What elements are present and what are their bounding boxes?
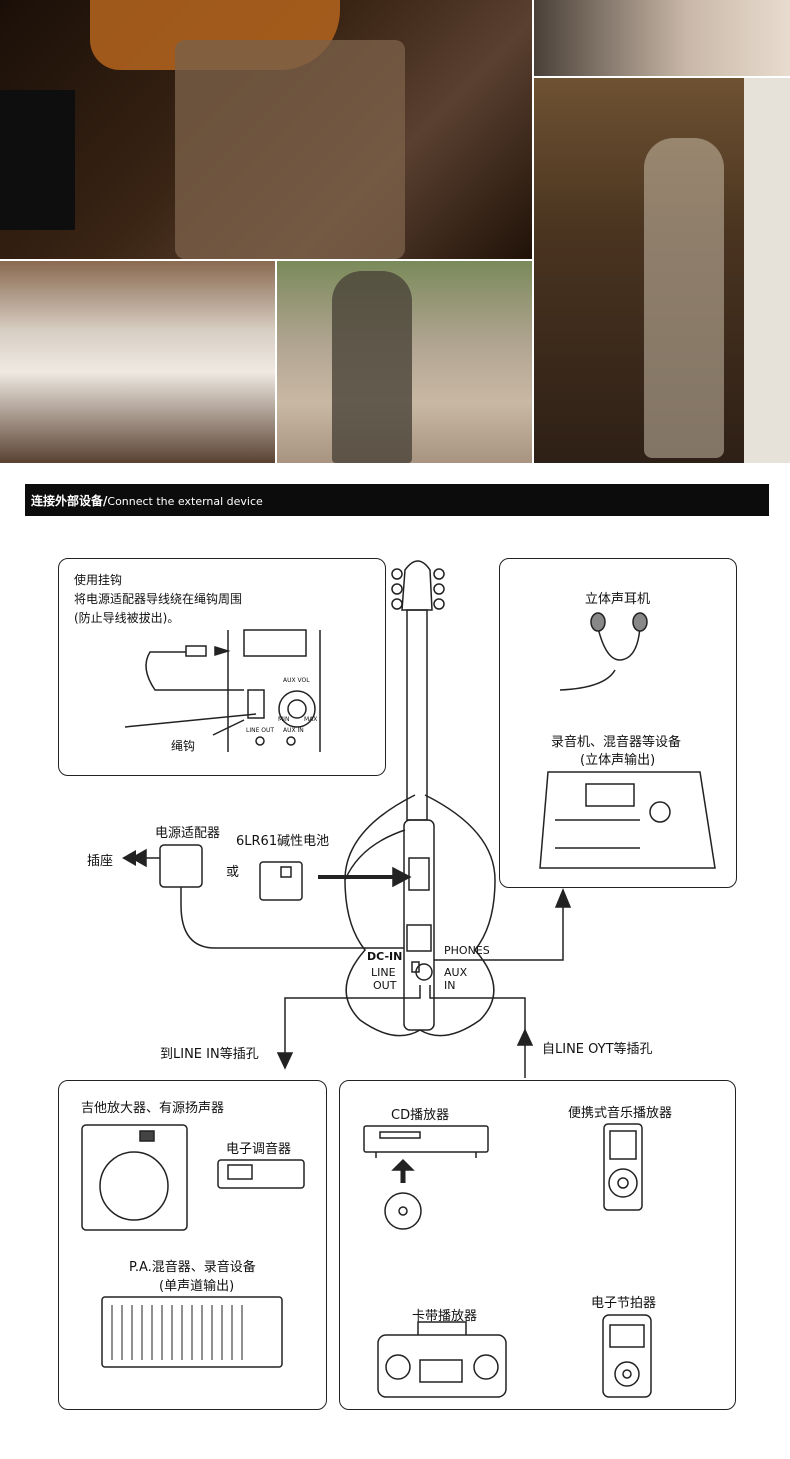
out-label: OUT xyxy=(373,979,397,992)
from-line-out-label: 自LINE OYT等插孔 xyxy=(542,1042,653,1057)
pa-label: P.A.混音器、录音设备 xyxy=(129,1260,256,1275)
line-out-line xyxy=(284,985,421,1055)
headphones-cord xyxy=(597,626,641,661)
aux-vol-label: AUX VOL xyxy=(283,677,310,684)
phones-line xyxy=(434,905,564,961)
wall-shape xyxy=(744,78,790,463)
cd-disc xyxy=(384,1192,422,1230)
metronome xyxy=(602,1314,652,1398)
metronome-label: 电子节拍器 xyxy=(591,1296,657,1311)
headphones-label: 立体声耳机 xyxy=(585,592,651,607)
portable-label: 便携式音乐播放器 xyxy=(568,1106,673,1121)
cassette-label: 卡带播放器 xyxy=(412,1309,478,1324)
cd-player xyxy=(363,1125,489,1153)
cassette-player xyxy=(377,1334,507,1398)
guitar-headstock xyxy=(401,560,433,611)
adapter-label: 电源适配器 xyxy=(155,826,221,841)
hook-panel-title: 使用挂钩 xyxy=(74,573,123,587)
man-phone-shape xyxy=(332,271,412,463)
amp-logo-shape xyxy=(0,90,75,230)
guitar-neck xyxy=(406,609,428,821)
section-header: 连接外部设备/Connect the external device xyxy=(25,484,769,516)
hook-label: 绳钩 xyxy=(171,739,196,753)
from-devices-panel xyxy=(339,1080,736,1410)
recorder-sub-label: (立体声输出) xyxy=(580,753,656,768)
amp-label: 吉他放大器、有源扬声器 xyxy=(81,1101,225,1116)
in-label: IN xyxy=(444,979,456,992)
aux-in-line xyxy=(429,985,526,1078)
guitar-body xyxy=(403,819,435,1031)
outputs-panel xyxy=(499,558,737,888)
pa-sub-label: (单声道输出) xyxy=(159,1279,235,1294)
aux-label: AUX xyxy=(444,966,468,979)
recorder-label: 录音机、混音器等设备 xyxy=(551,735,682,750)
line-out-small-label: LINE OUT xyxy=(246,727,275,734)
photo-bar-man xyxy=(534,78,790,463)
max-label: MAX xyxy=(304,716,318,723)
cord-upper xyxy=(145,651,244,691)
pa-mixer xyxy=(101,1296,283,1368)
jeans-shape xyxy=(175,40,405,259)
dc-in-label: DC-IN xyxy=(367,950,403,963)
tuner xyxy=(217,1159,305,1189)
phones-label: PHONES xyxy=(444,944,490,957)
min-label: MIN xyxy=(278,716,290,723)
section-title-en: Connect the external device xyxy=(107,495,263,508)
battery-label: 6LR61碱性电池 xyxy=(236,834,330,849)
hook-panel xyxy=(58,558,386,776)
cd-label: CD播放器 xyxy=(391,1108,450,1123)
guitar-frame xyxy=(344,794,496,1037)
hook-panel-line2: (防止导线被拔出)。 xyxy=(74,611,180,625)
cord-lower xyxy=(124,713,257,728)
or-label: 或 xyxy=(226,865,240,880)
aux-vol-knob xyxy=(278,690,316,728)
photo-street-phone xyxy=(277,261,532,463)
photo-guitarist-closeup xyxy=(0,0,532,259)
tuner-label: 电子调音器 xyxy=(226,1142,292,1157)
section-title: 连接外部设备/Connect the external device xyxy=(31,494,263,508)
portable-player xyxy=(603,1123,643,1211)
line-label: LINE xyxy=(371,966,396,979)
battery xyxy=(259,861,303,901)
recorder-mixer xyxy=(539,771,716,869)
outlet-label: 插座 xyxy=(87,854,114,869)
to-line-in-label: 到LINE IN等插孔 xyxy=(160,1047,259,1062)
guitar-amp xyxy=(81,1124,188,1231)
hook-panel-line1: 将电源适配器导线绕在绳钩周围 xyxy=(74,592,243,606)
photo-bedroom xyxy=(0,261,275,463)
aux-in-small-label: AUX IN xyxy=(283,727,304,734)
photo-street-legs xyxy=(534,0,790,76)
power-adapter xyxy=(159,844,203,888)
man-shape xyxy=(644,138,724,458)
